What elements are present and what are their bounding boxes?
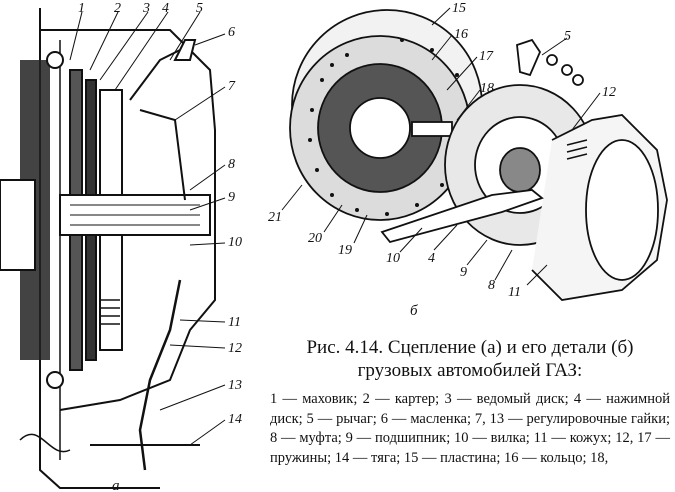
left-label-5: 5 xyxy=(196,1,203,16)
left-label-8: 8 xyxy=(228,157,235,172)
right-label-5: 5 xyxy=(564,29,571,44)
caption-legend: 1 — маховик; 2 — картер; 3 — ведомый дис… xyxy=(270,391,670,466)
clutch-section-drawing: 1 2 3 4 5 6 7 8 9 10 11 12 13 14 а xyxy=(0,1,242,492)
left-label-9: 9 xyxy=(228,190,235,205)
clutch-parts-drawing: 15 16 17 5 18 12 21 20 19 10 4 9 8 11 б xyxy=(268,1,668,319)
left-label-12: 12 xyxy=(228,341,242,356)
right-label-9: 9 xyxy=(460,265,467,280)
right-label-19: 19 xyxy=(338,243,352,258)
right-label-20: 20 xyxy=(308,231,322,246)
right-label-21: 21 xyxy=(268,210,282,225)
left-label-2: 2 xyxy=(114,1,121,16)
left-label-3: 3 xyxy=(142,1,150,16)
right-label-17: 17 xyxy=(479,49,494,64)
right-label-15: 15 xyxy=(452,1,466,16)
caption-title-line1: Рис. 4.14. Сцепление (а) и его детали (б… xyxy=(306,337,634,358)
right-label-4: 4 xyxy=(428,251,435,266)
right-label-18: 18 xyxy=(480,81,494,96)
left-label-14: 14 xyxy=(228,412,242,427)
subfigure-b-label: б xyxy=(410,303,418,319)
left-label-7: 7 xyxy=(228,79,236,94)
right-label-8: 8 xyxy=(488,278,495,293)
right-label-11: 11 xyxy=(508,285,521,300)
figure-caption: Рис. 4.14. Сцепление (а) и его детали (б… xyxy=(270,336,670,468)
left-label-13: 13 xyxy=(228,378,242,393)
right-label-12: 12 xyxy=(602,85,616,100)
left-label-11: 11 xyxy=(228,315,241,330)
left-label-4: 4 xyxy=(162,1,169,16)
left-label-6: 6 xyxy=(228,25,235,40)
right-label-10: 10 xyxy=(386,251,400,266)
subfigure-a-label: а xyxy=(112,478,120,492)
right-label-16: 16 xyxy=(454,27,468,42)
left-label-10: 10 xyxy=(228,235,242,250)
left-label-1: 1 xyxy=(78,1,85,16)
caption-title-line2: грузовых автомобилей ГАЗ: xyxy=(357,360,583,381)
